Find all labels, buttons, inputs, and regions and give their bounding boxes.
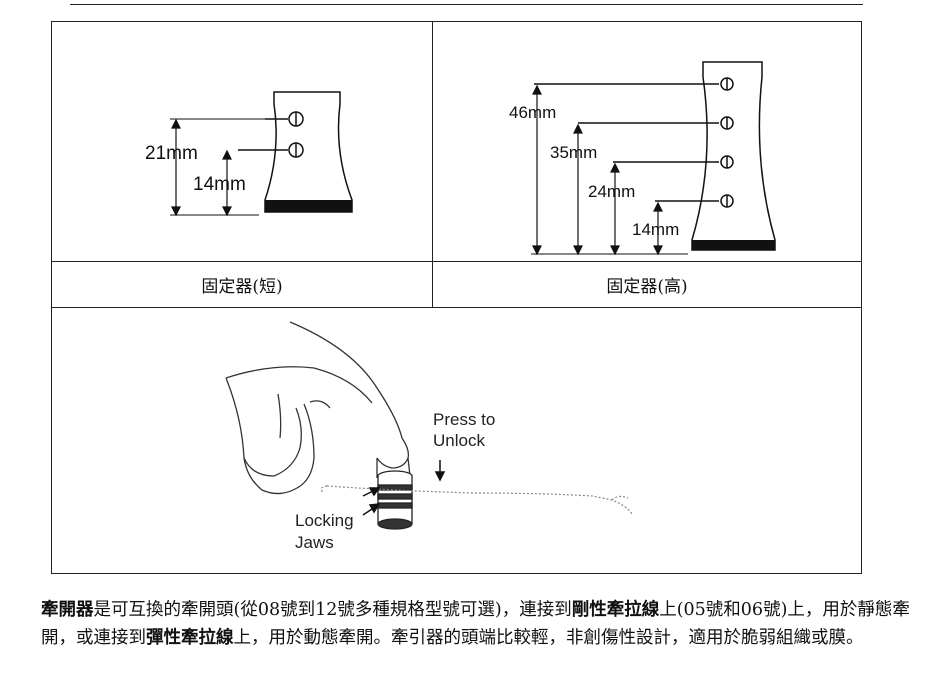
label-locking: Locking xyxy=(295,511,354,530)
dim-label-14mm-tall: 14mm xyxy=(632,220,679,239)
desc-text-3: 上，用於動態牽開。牽引器的頭端比較輕，非創傷性設計，適用於脆弱組織或膜。 xyxy=(233,628,864,648)
press-arrow xyxy=(434,460,446,482)
short-pin-lower xyxy=(238,142,304,158)
tall-pin-4 xyxy=(655,194,734,208)
caption-short-holder: 固定器(短) xyxy=(201,277,283,297)
tall-holder-diagram: 46mm 35mm 24mm 14mm xyxy=(509,61,776,256)
label-jaws: Jaws xyxy=(295,533,334,552)
dim-label-35mm: 35mm xyxy=(550,143,597,162)
short-holder-body xyxy=(264,91,353,213)
table-divider-caption-bottom xyxy=(51,307,862,308)
dim-label-24mm: 24mm xyxy=(588,182,635,201)
dim-label-21mm: 21mm xyxy=(145,143,198,164)
desc-text-1: 是可互換的牽開頭(從08號到12號多種規格型號可選)，連接到 xyxy=(93,600,572,620)
hand-drawing xyxy=(225,321,411,495)
dim-arrow-21 xyxy=(171,118,181,217)
short-holder-diagram: 21mm 14mm xyxy=(145,91,353,217)
dim-label-46mm: 46mm xyxy=(509,103,556,122)
retractor-line xyxy=(320,485,633,515)
label-unlock: Unlock xyxy=(433,431,485,450)
retractor-holder xyxy=(377,470,413,530)
tall-holder-base xyxy=(692,240,775,250)
description-paragraph: 牽開器是可互換的牽開頭(從08號到12號多種規格型號可選)，連接到剛性牽拉線上(… xyxy=(41,596,911,652)
tall-pin-1 xyxy=(534,77,734,91)
dim-label-14mm: 14mm xyxy=(193,174,246,195)
short-pin-upper xyxy=(265,111,304,127)
term-rigid-line: 剛性牽拉線 xyxy=(571,600,660,620)
table-divider-caption-top xyxy=(51,261,862,262)
caption-tall-holder: 固定器(高) xyxy=(606,277,688,297)
top-rule xyxy=(70,4,863,5)
figure-table xyxy=(51,21,862,574)
tall-holder-body xyxy=(691,61,776,251)
dim-arrow-14 xyxy=(222,149,232,217)
tall-pin-3 xyxy=(613,155,734,169)
term-retractor: 牽開器 xyxy=(41,600,94,620)
term-elastic-line: 彈性牽拉線 xyxy=(146,628,234,648)
desc-text-2: 上(05號和06號)上，用於靜態牽開，或連接到 xyxy=(41,600,910,648)
short-holder-base xyxy=(265,200,352,212)
press-to-unlock-illustration: Press to Unlock Locking Jaws xyxy=(225,321,633,552)
tall-pin-2 xyxy=(578,116,734,130)
label-press-to: Press to xyxy=(433,410,495,429)
table-divider-vertical xyxy=(432,21,433,308)
locking-jaws-arrows xyxy=(362,487,381,516)
